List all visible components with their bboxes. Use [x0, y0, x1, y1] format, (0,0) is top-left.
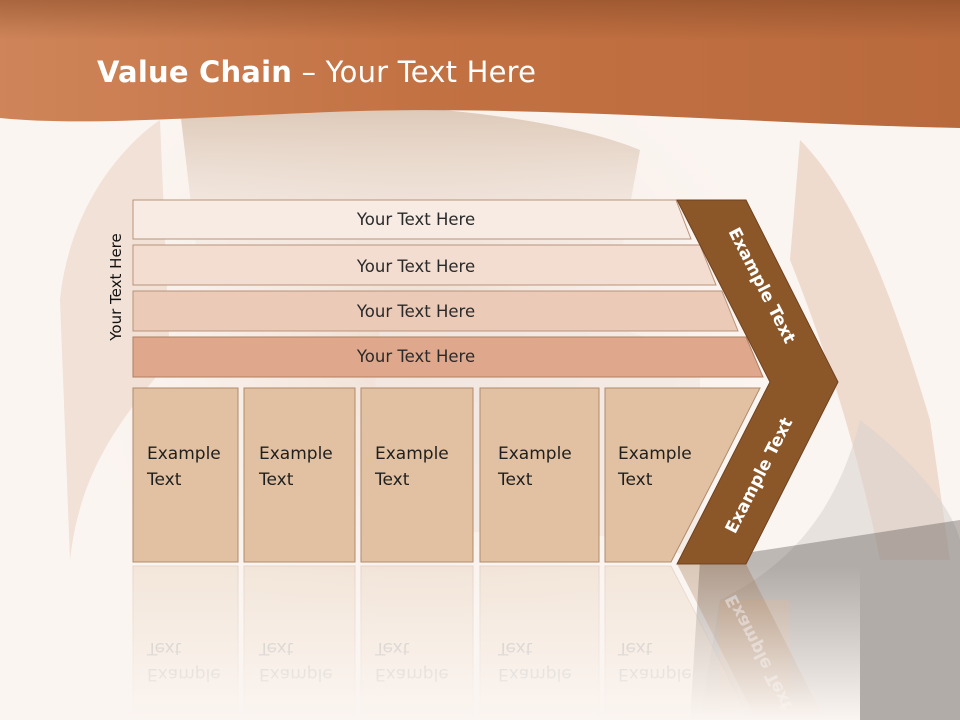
support-band-3-shape — [132, 290, 739, 332]
support-band-1-label: Your Text Here — [356, 210, 475, 229]
support-band-3-label: Your Text Here — [356, 302, 475, 321]
primary-activity-5-box — [604, 387, 761, 563]
title-bold: Value Chain — [97, 55, 293, 89]
support-band-4-label: Your Text Here — [356, 347, 475, 366]
primary-activity-3-box — [360, 387, 474, 563]
primary-activity-4: Example Text — [479, 387, 600, 563]
support-band-4-shape — [132, 336, 764, 378]
vertical-axis-label: Your Text Here — [107, 233, 125, 341]
slide-title: Value Chain – Your Text Here — [97, 55, 536, 89]
primary-activity-3-line1: Example — [375, 444, 449, 464]
primary-activity-5-line2: Text — [617, 470, 653, 490]
support-band-1-shape — [132, 199, 692, 240]
primary-activity-2-line1: Example — [259, 444, 333, 464]
title-rest: – Your Text Here — [292, 55, 537, 89]
support-band-2: Your Text Here — [132, 244, 717, 286]
primary-activity-1-line1: Example — [147, 444, 221, 464]
primary-activity-3: Example Text — [360, 387, 474, 563]
margin-chevron-shape — [676, 199, 839, 565]
primary-activity-4-box — [479, 387, 600, 563]
support-band-2-label: Your Text Here — [356, 257, 475, 276]
primary-activity-1-box — [132, 387, 239, 563]
support-band-3: Your Text Here — [132, 290, 739, 332]
primary-activity-1-line2: Text — [146, 470, 182, 490]
primary-activity-1: Example Text — [132, 387, 239, 563]
primary-activity-5-line1: Example — [618, 444, 692, 464]
reflection-fade — [100, 566, 860, 720]
primary-activity-3-line2: Text — [374, 470, 410, 490]
support-band-4: Your Text Here — [132, 336, 764, 378]
primary-activity-2-line2: Text — [258, 470, 294, 490]
primary-activity-4-line2: Text — [497, 470, 533, 490]
primary-activity-2-box — [243, 387, 356, 563]
support-band-1: Your Text Here — [132, 199, 692, 240]
primary-activity-5: Example Text — [604, 387, 761, 563]
primary-activity-2: Example Text — [243, 387, 356, 563]
primary-activity-4-line1: Example — [498, 444, 572, 464]
support-band-2-shape — [132, 244, 717, 286]
